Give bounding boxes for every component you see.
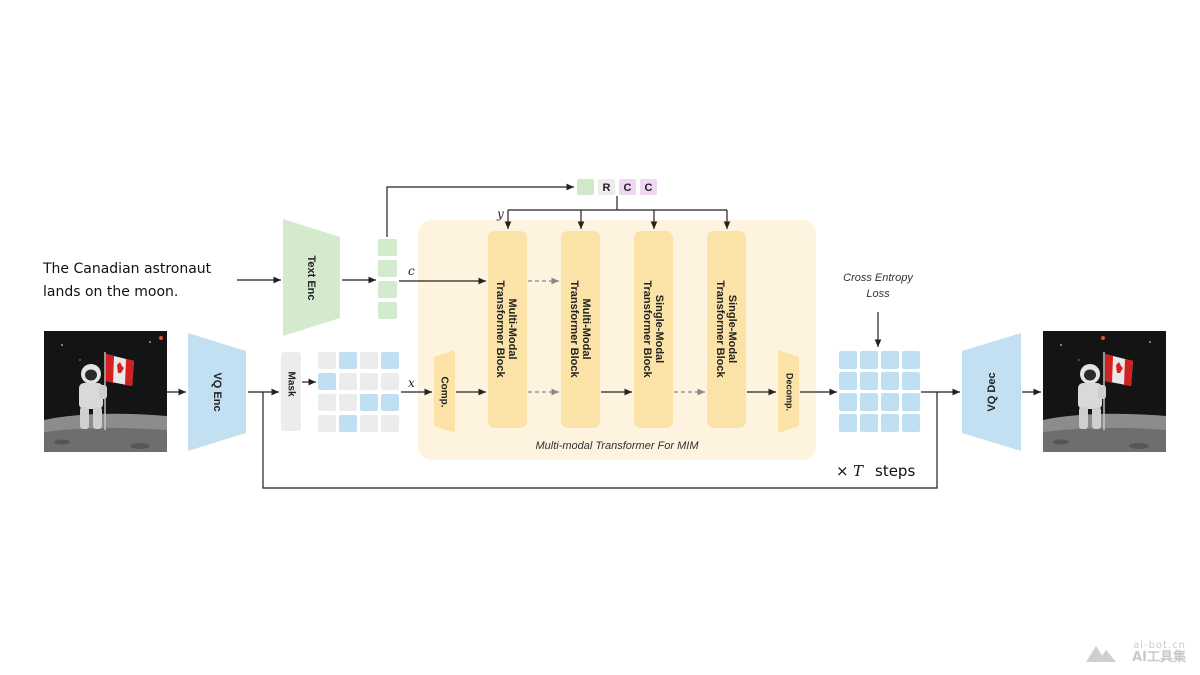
caption-line-2: lands on the moon. <box>43 284 178 300</box>
transformer-block-4-line2: Transformer Block <box>714 280 726 378</box>
steps-word: steps <box>875 462 915 480</box>
watermark-line-2: AI工具集 <box>1132 650 1186 666</box>
label-y: y <box>496 207 504 221</box>
transformer-block-1: Multi-Modal Transformer Block <box>488 231 527 428</box>
text-enc-label: Text Enc <box>305 255 317 300</box>
decomp-label: Decomp. <box>785 373 795 411</box>
steps-T: T <box>853 462 864 480</box>
transformer-block-2: Multi-Modal Transformer Block <box>561 231 600 428</box>
watermark-logo-icon <box>1086 646 1116 662</box>
watermark-line-1: ai-bot.cn <box>1133 639 1186 651</box>
steps-times: × <box>836 462 849 480</box>
output-token-grid <box>839 351 920 432</box>
vq-enc-label: VQ Enc <box>211 372 223 411</box>
condition-tokens: R C C <box>577 179 657 195</box>
caption-line-1: The Canadian astronaut <box>42 261 212 277</box>
transformer-block-1-line2: Transformer Block <box>494 280 506 378</box>
text-encoder <box>283 219 340 336</box>
comp-label: Comp. <box>438 376 449 407</box>
loss-label-line1: Cross Entropy <box>843 272 914 284</box>
decomp-block <box>778 350 799 433</box>
condition-token-c2-label: C <box>645 182 653 194</box>
condition-token-r <box>598 179 615 195</box>
transformer-block-2-line2: Transformer Block <box>568 280 580 378</box>
block-connectors <box>528 277 705 396</box>
label-x: x <box>408 376 415 390</box>
mask-block <box>281 352 301 431</box>
transformer-block-3-line1: Single-Modal <box>653 295 665 363</box>
comp-block <box>434 350 455 433</box>
output-image <box>1043 331 1166 452</box>
mim-caption: Multi-modal Transformer For MIM <box>536 440 700 452</box>
condition-token-c1-label: C <box>624 182 632 194</box>
label-c: c <box>408 264 415 278</box>
condition-token-r-label: R <box>603 182 611 194</box>
connectors <box>167 183 1041 489</box>
vq-encoder <box>188 333 246 451</box>
transformer-block-2-line1: Multi-Modal <box>580 298 592 359</box>
vq-decoder <box>962 333 1021 451</box>
transformer-block-4-line1: Single-Modal <box>726 295 738 363</box>
transformer-block-3: Single-Modal Transformer Block <box>634 231 673 428</box>
transformer-block-1-line1: Multi-Modal <box>506 298 518 359</box>
transformer-block-4: Single-Modal Transformer Block <box>707 231 746 428</box>
vq-dec-label: VQ Dec <box>986 372 998 411</box>
loss-label-line2: Loss <box>866 288 890 300</box>
watermark: ai-bot.cn AI工具集 <box>1132 639 1186 666</box>
text-token-column <box>378 239 397 319</box>
mim-transformer-panel <box>418 220 816 460</box>
transformer-block-3-line2: Transformer Block <box>641 280 653 378</box>
mask-label: Mask <box>285 371 296 396</box>
condition-token-c1 <box>619 179 636 195</box>
condition-token-text <box>577 179 594 195</box>
input-image <box>44 331 167 452</box>
condition-token-c2 <box>640 179 657 195</box>
masked-token-grid <box>318 352 399 432</box>
